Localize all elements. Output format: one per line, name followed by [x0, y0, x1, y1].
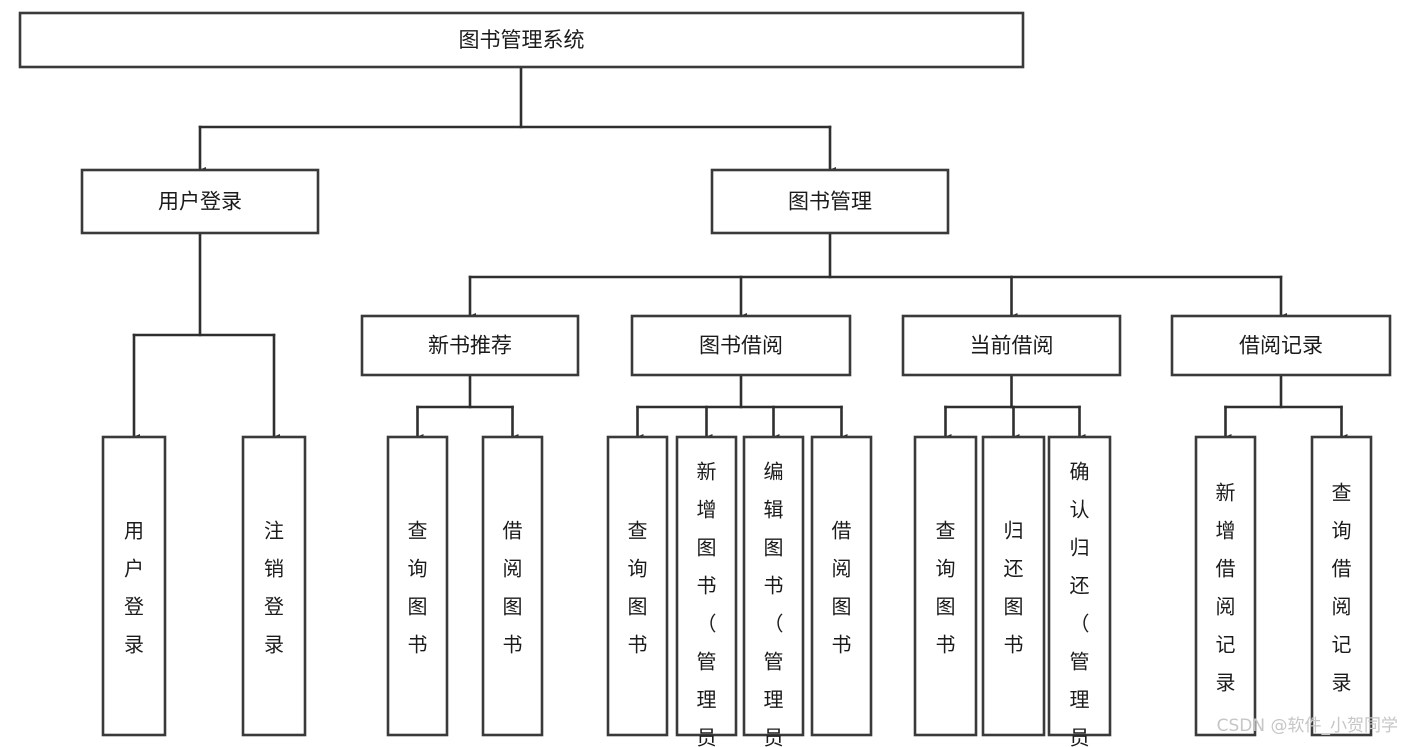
node-label-leaf-user-login: 用户登录	[124, 518, 144, 656]
node-label-book-management: 图书管理	[788, 190, 872, 214]
node-box-leaf-logout-login	[241, 435, 307, 737]
node-label-current-borrow: 当前借阅	[970, 334, 1054, 358]
node-leaf-return-book[interactable]: 归还图书	[981, 435, 1046, 737]
node-leaf-add-borrow-record[interactable]: 新增借阅记录	[1194, 435, 1257, 737]
node-label-leaf-borrow-book: 借阅图书	[832, 518, 852, 656]
node-box-leaf-query-book-current	[913, 435, 978, 737]
node-box-leaf-query-book-recommend	[386, 435, 449, 737]
node-label-leaf-confirm-return-admin: 确认归还（管理员）	[1070, 459, 1090, 747]
node-book-management[interactable]: 图书管理	[710, 168, 950, 235]
node-label-leaf-query-borrow-record: 查询借阅记录	[1332, 480, 1352, 694]
node-label-borrow-record: 借阅记录	[1239, 334, 1323, 358]
node-label-user-login: 用户登录	[158, 190, 242, 214]
csdn-watermark: CSDN @软件_小贺同学	[1217, 716, 1398, 736]
node-label-leaf-query-book-current: 查询图书	[936, 518, 956, 656]
node-leaf-logout-login[interactable]: 注销登录	[241, 435, 307, 737]
node-box-leaf-edit-book-admin	[742, 435, 805, 737]
node-box-leaf-add-book-admin	[675, 435, 738, 737]
node-borrow-record[interactable]: 借阅记录	[1170, 314, 1392, 377]
node-leaf-edit-book-admin[interactable]: 编辑图书（管理员）	[742, 435, 805, 747]
node-label-new-book-recommend: 新书推荐	[428, 334, 512, 358]
node-layer: 图书管理系统用户登录图书管理新书推荐图书借阅当前借阅借阅记录用户登录注销登录查询…	[18, 11, 1392, 747]
node-label-leaf-add-book-admin: 新增图书（管理员）	[697, 459, 717, 747]
node-label-leaf-borrow-book-recommend: 借阅图书	[503, 518, 523, 656]
connector-layer	[128, 65, 1348, 444]
node-label-leaf-query-book-borrow: 查询图书	[628, 518, 648, 656]
node-box-book-borrow	[630, 314, 852, 377]
node-box-leaf-return-book	[981, 435, 1046, 737]
node-label-leaf-edit-book-admin: 编辑图书（管理员）	[764, 459, 784, 747]
node-book-borrow[interactable]: 图书借阅	[630, 314, 852, 377]
node-leaf-query-book-current[interactable]: 查询图书	[913, 435, 978, 737]
node-user-login[interactable]: 用户登录	[80, 168, 320, 235]
node-box-leaf-confirm-return-admin	[1047, 435, 1112, 737]
node-box-leaf-user-login	[101, 435, 167, 737]
node-box-leaf-query-borrow-record	[1310, 435, 1373, 737]
node-leaf-query-borrow-record[interactable]: 查询借阅记录	[1310, 435, 1373, 737]
node-leaf-query-book-borrow[interactable]: 查询图书	[606, 435, 669, 737]
node-box-leaf-borrow-book-recommend	[481, 435, 544, 737]
node-root[interactable]: 图书管理系统	[18, 11, 1025, 69]
node-leaf-user-login[interactable]: 用户登录	[101, 435, 167, 737]
node-box-current-borrow	[901, 314, 1122, 377]
node-current-borrow[interactable]: 当前借阅	[901, 314, 1122, 377]
node-label-book-borrow: 图书借阅	[699, 334, 783, 358]
node-box-leaf-query-book-borrow	[606, 435, 669, 737]
node-new-book-recommend[interactable]: 新书推荐	[360, 314, 580, 377]
node-box-root	[18, 11, 1025, 69]
node-box-leaf-borrow-book	[810, 435, 873, 737]
node-label-root: 图书管理系统	[459, 28, 585, 52]
node-box-new-book-recommend	[360, 314, 580, 377]
node-label-leaf-add-borrow-record: 新增借阅记录	[1216, 480, 1236, 694]
node-box-user-login	[80, 168, 320, 235]
node-leaf-borrow-book-recommend[interactable]: 借阅图书	[481, 435, 544, 737]
node-leaf-borrow-book[interactable]: 借阅图书	[810, 435, 873, 737]
node-label-leaf-query-book-recommend: 查询图书	[408, 518, 428, 656]
node-box-book-management	[710, 168, 950, 235]
node-leaf-add-book-admin[interactable]: 新增图书（管理员）	[675, 435, 738, 747]
node-label-leaf-return-book: 归还图书	[1004, 518, 1024, 656]
node-box-borrow-record	[1170, 314, 1392, 377]
node-leaf-query-book-recommend[interactable]: 查询图书	[386, 435, 449, 737]
node-leaf-confirm-return-admin[interactable]: 确认归还（管理员）	[1047, 435, 1112, 747]
node-label-leaf-logout-login: 注销登录	[264, 518, 284, 656]
node-box-leaf-add-borrow-record	[1194, 435, 1257, 737]
